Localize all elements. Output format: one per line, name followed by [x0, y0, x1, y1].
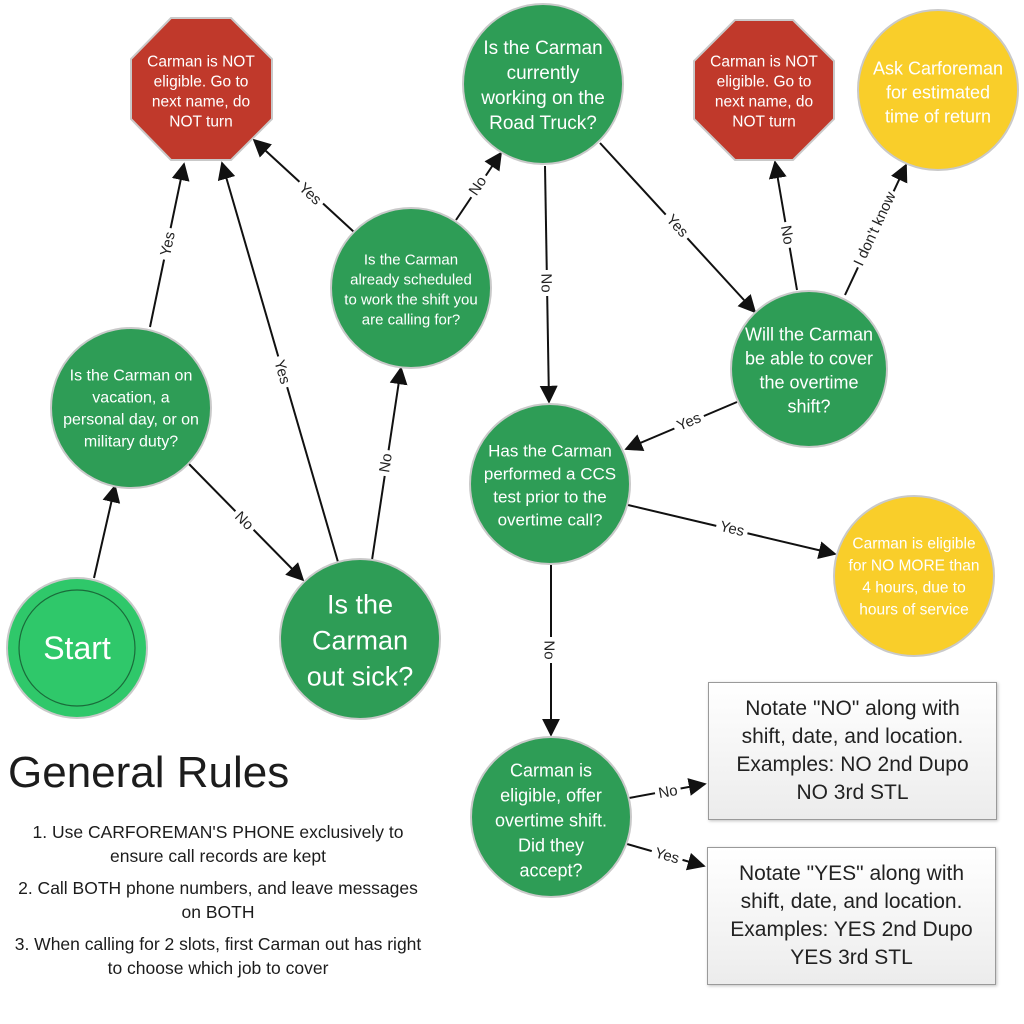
label-sick-no: No [376, 452, 396, 474]
edge-start-vacation [93, 484, 121, 579]
rule-item: 1. Use CARFOREMAN'S PHONE exclusively to… [32, 822, 404, 866]
label-ccs-yes: Yes [718, 518, 746, 540]
decision-out-sick [279, 558, 441, 720]
label-vacation-yes: Yes [157, 230, 179, 257]
decision-road-truck [462, 3, 624, 165]
label-offer-no: No [657, 782, 679, 802]
yes-notation-box: Notate "YES" along with shift, date, and… [707, 847, 996, 985]
start-node-inner-ring [18, 589, 136, 707]
start-label: Start [43, 630, 111, 666]
label-cover-no: No [777, 224, 797, 246]
no-notation-text: Notate "NO" along with shift, date, and … [736, 697, 969, 804]
general-rules-title: General Rules [8, 748, 290, 797]
start-node [6, 577, 148, 719]
rule-item: 2. Call BOTH phone numbers, and leave me… [18, 878, 418, 922]
outcome-no-more-4-hours [833, 495, 995, 657]
label-road-no: No [537, 273, 554, 292]
decision-vacation [50, 327, 212, 489]
no-notation-box: Notate "NO" along with shift, date, and … [708, 682, 997, 820]
label-offer-yes: Yes [653, 845, 681, 868]
yes-notation-text: Notate "YES" along with shift, date, and… [730, 862, 973, 969]
decision-scheduled [330, 207, 492, 369]
general-rules-list: 1. Use CARFOREMAN'S PHONE exclusively to… [8, 820, 428, 988]
rule-item: 3. When calling for 2 slots, first Carma… [14, 934, 422, 978]
label-cover-dont-know: I don't know [850, 189, 899, 268]
not-eligible-stop-2 [693, 19, 835, 161]
outcome-ask-carforeman [857, 9, 1019, 171]
not-eligible-stop-1 [130, 17, 273, 161]
decision-cover-overtime [730, 290, 888, 448]
label-sick-yes: Yes [270, 358, 293, 386]
decision-ccs-test [469, 403, 631, 565]
label-ccs-no: No [541, 640, 558, 659]
decision-offer [470, 736, 632, 898]
